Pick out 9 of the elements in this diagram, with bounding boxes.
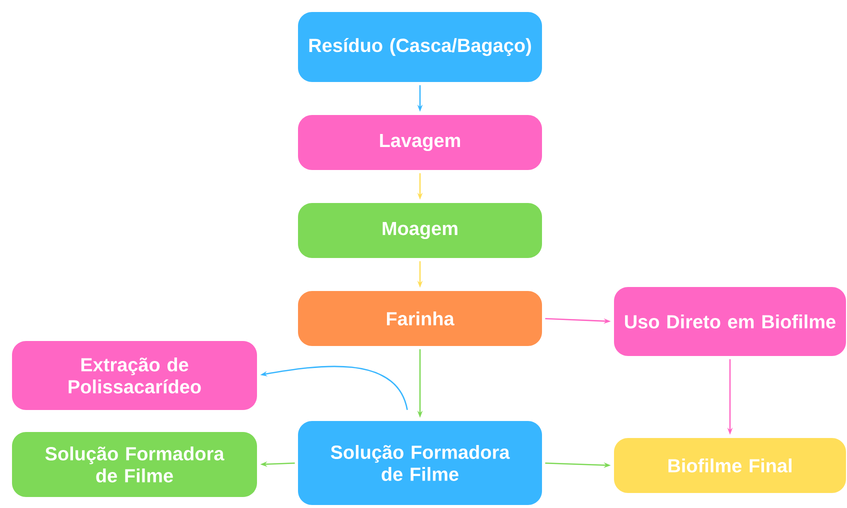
process-box: Solução Formadora de Filme — [298, 421, 542, 505]
process-box: Biofilme Final — [614, 438, 846, 493]
process-box: Solução Formadora de Filme — [12, 432, 257, 497]
process-box: Uso Direto em Biofilme — [614, 287, 846, 356]
process-box: Resíduo (Casca/Bagaço) — [298, 12, 542, 82]
process-box: Moagem — [298, 203, 542, 258]
process-box: Extração de Polissacarídeo — [12, 341, 257, 410]
process-box: Farinha — [298, 291, 542, 346]
process-box: Lavagem — [298, 115, 542, 170]
